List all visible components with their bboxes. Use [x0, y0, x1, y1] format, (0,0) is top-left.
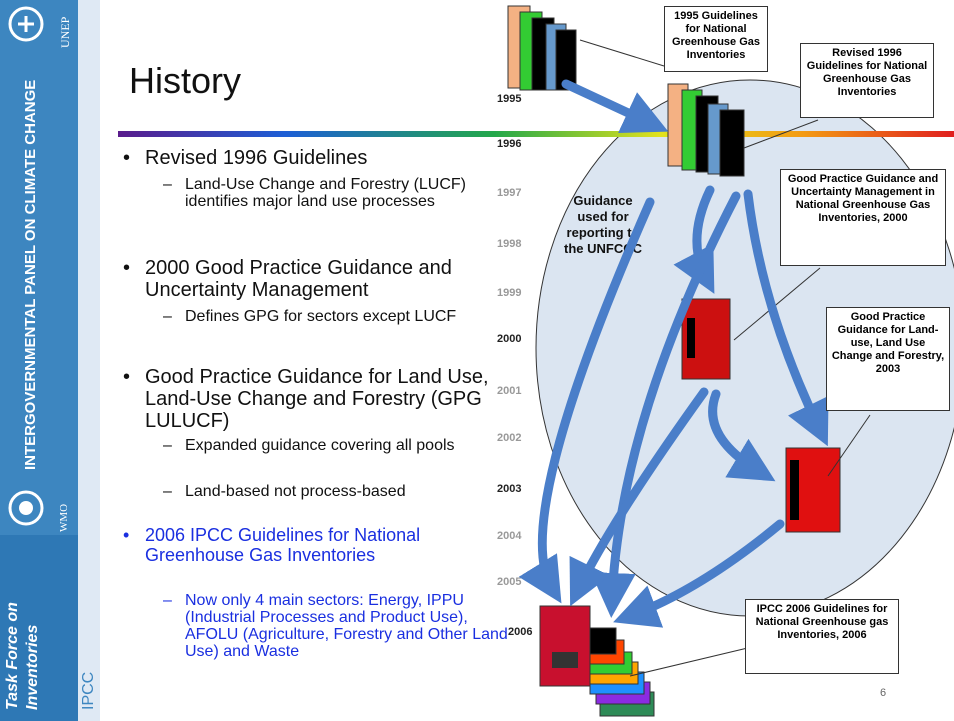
callout-1996: Revised 1996 Guidelines for National Gre… — [800, 43, 934, 118]
callout-1995: 1995 Guidelines for National Greenhouse … — [664, 6, 768, 72]
sub-bullet-4-1: –Now only 4 main sectors: Energy, IPPU (… — [163, 592, 508, 660]
bullet-4: •2006 IPCC Guidelines for National Green… — [123, 525, 421, 565]
sub-bullet-1-1: –Land-Use Change and Forestry (LUCF) ide… — [163, 176, 467, 210]
sidebar: UNEP INTERGOVERNMENTAL PANEL ON CLIMATE … — [0, 0, 100, 721]
page-title: History — [129, 60, 242, 101]
page-number: 6 — [880, 687, 887, 699]
sub-bullet-3-2: –Land-based not process-based — [163, 483, 406, 500]
sub-bullet-3-1: –Expanded guidance covering all pools — [163, 437, 455, 454]
guidance-label: Guidance used for reporting to the UNFCC… — [564, 193, 642, 256]
book-stack-1995 — [507, 5, 577, 91]
year-2000: 2000 — [497, 333, 522, 345]
wmo-logo-icon — [8, 490, 44, 526]
sub-bullet-2-1: –Defines GPG for sectors except LUCF — [163, 308, 457, 325]
bullet-2: •2000 Good Practice Guidance and Uncerta… — [123, 257, 452, 301]
year-2003: 2003 — [497, 483, 522, 495]
bullet-1: •Revised 1996 Guidelines — [123, 147, 368, 169]
year-1998: 1998 — [497, 238, 522, 250]
year-2006: 2006 — [508, 626, 533, 638]
callout-2006: IPCC 2006 Guidelines for National Greenh… — [745, 599, 899, 674]
year-1995: 1995 — [497, 93, 522, 105]
task-force-block — [0, 535, 78, 721]
book-stack-1996 — [667, 83, 745, 177]
unep-logo-icon — [8, 6, 44, 42]
bullet-3: •Good Practice Guidance for Land Use, La… — [123, 366, 489, 432]
year-1997: 1997 — [497, 187, 522, 199]
callout-2000: Good Practice Guidance and Uncertainty M… — [780, 169, 946, 266]
title-divider — [118, 131, 954, 137]
year-2004: 2004 — [497, 530, 522, 542]
year-2002: 2002 — [497, 432, 522, 444]
year-1996: 1996 — [497, 138, 522, 150]
sidebar-pale-strip — [78, 0, 100, 721]
year-2005: 2005 — [497, 576, 522, 588]
callout-2003: Good Practice Guidance for Land-use, Lan… — [826, 307, 950, 411]
year-1999: 1999 — [497, 287, 522, 299]
book-stack-2006 — [539, 605, 655, 717]
year-2001: 2001 — [497, 385, 522, 397]
